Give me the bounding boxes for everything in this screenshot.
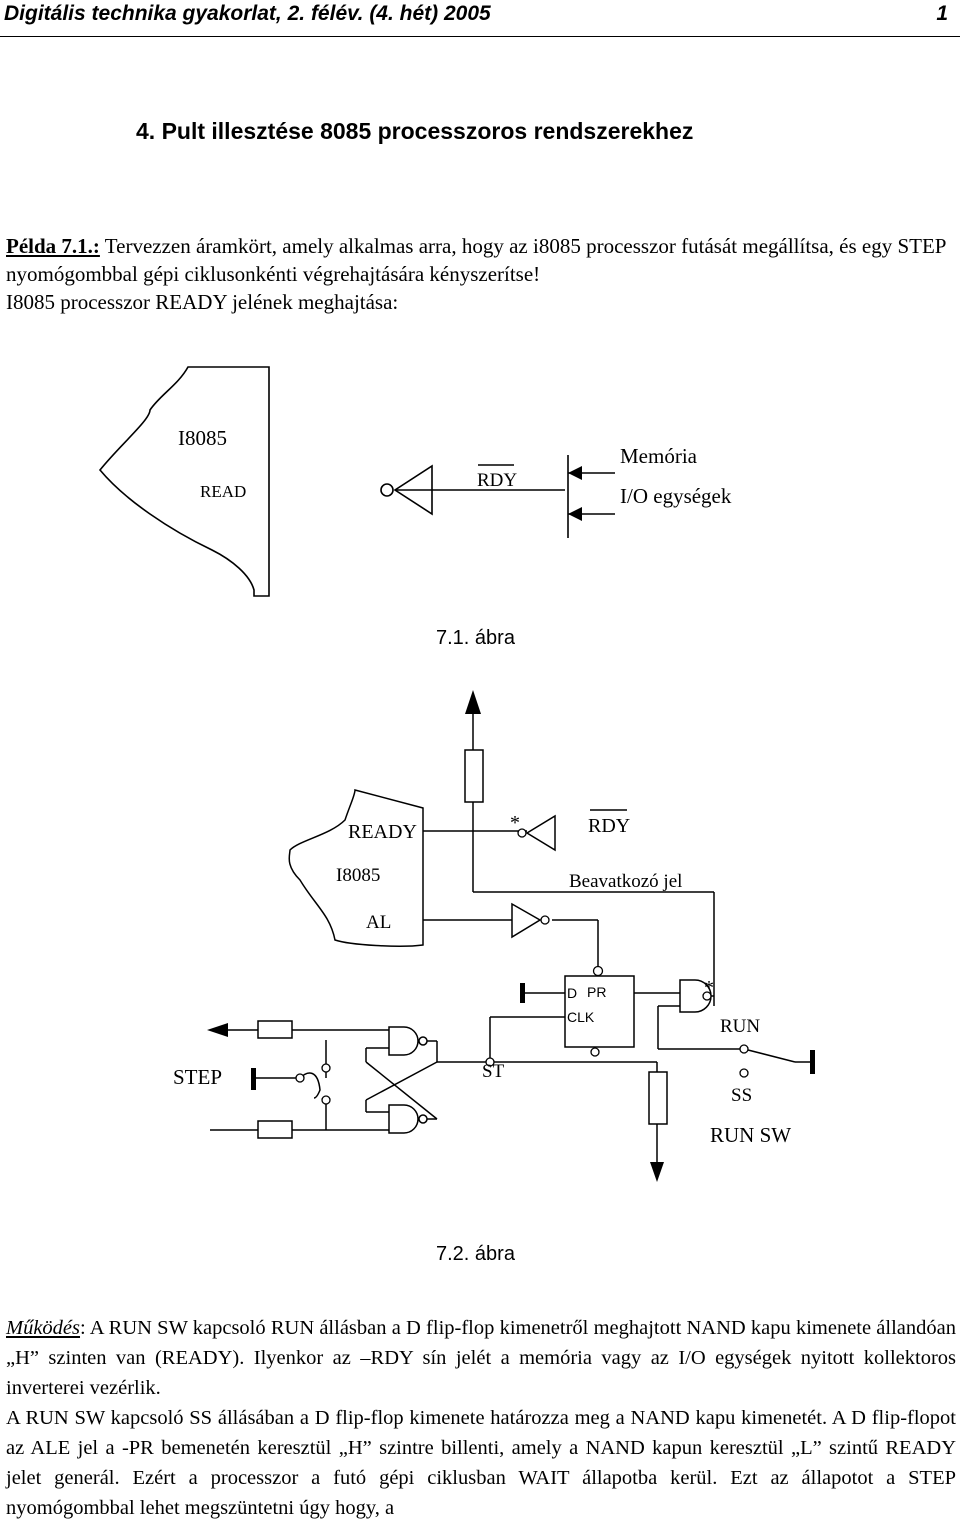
- fig2-ss-label: SS: [731, 1085, 752, 1106]
- fig2-ready-label: READY: [348, 821, 417, 843]
- fig2-rdy-label: RDY: [588, 815, 630, 837]
- header-title: Digitális technika gyakorlat, 2. félév. …: [4, 2, 491, 25]
- fig1-rdy-label: RDY: [477, 470, 517, 491]
- d-flipflop: [564, 975, 635, 1048]
- cross-1: [365, 1061, 438, 1101]
- latch-nand-top-bubble: [418, 1036, 428, 1046]
- run-contact: [739, 1044, 749, 1054]
- fig1-memoria-label: Memória: [620, 444, 698, 468]
- fig2-runsw-label: RUN SW: [710, 1123, 791, 1147]
- fig2-run-label: RUN: [720, 1016, 760, 1037]
- fig2-step-label: STEP: [173, 1065, 222, 1089]
- operation-label: Működés: [6, 1317, 81, 1339]
- fig2-st-label: ST: [482, 1061, 505, 1082]
- fig2-clk-label: CLK: [567, 1009, 595, 1025]
- al-buffer-bubble: [540, 915, 550, 925]
- latch-nand-bottom-bubble: [418, 1114, 428, 1124]
- example-label: Példa 7.1.:: [6, 234, 100, 258]
- step-resistor-2: [257, 1120, 293, 1139]
- ss-contact: [739, 1068, 749, 1078]
- fig1-read-label: READ: [200, 482, 246, 501]
- latch-nand-top: [388, 1026, 419, 1056]
- figure-7-1: I8085 READ RDY Memória I/O egységek: [98, 366, 732, 597]
- fig2-al-label: AL: [366, 912, 391, 933]
- fig1-io-label: I/O egységek: [620, 484, 732, 508]
- fig2-d-label: D: [567, 985, 577, 1001]
- figure-7-2-caption: 7.2. ábra: [436, 1243, 515, 1265]
- operation-paragraph: Működés: A RUN SW kapcsoló RUN állásban …: [6, 1313, 956, 1523]
- pullup-resistor: [464, 749, 484, 803]
- rdy-inverter: [525, 814, 556, 852]
- figure-7-1-caption: 7.1. ábra: [436, 627, 515, 649]
- io-arrow-head: [568, 507, 582, 521]
- al-buffer: [511, 902, 542, 939]
- pulldown-resistor: [648, 1071, 668, 1125]
- d-input-bar: [520, 983, 525, 1003]
- nand-output-bubble: [702, 991, 712, 1001]
- step-contact-1: [295, 1073, 305, 1083]
- step-ground-bar: [251, 1068, 256, 1090]
- operation-p1: Működés: A RUN SW kapcsoló RUN állásban …: [6, 1313, 956, 1403]
- fig2-star-right: *: [704, 977, 714, 999]
- example-statement: Példa 7.1.: Tervezzen áramkört, amely al…: [6, 232, 956, 288]
- step-resistor: [257, 1020, 293, 1039]
- cpu-outline-7-2: [288, 789, 424, 947]
- runsw-blade: [747, 1049, 796, 1063]
- ground-arrow-bottom: [650, 1162, 664, 1182]
- runsw-ground-bar: [810, 1050, 815, 1074]
- example-text: Tervezzen áramkört, amely alkalmas arra,…: [6, 234, 946, 286]
- step-contact-2: [321, 1063, 331, 1073]
- step-switch-blade: [299, 1072, 321, 1099]
- intro-paragraph: Példa 7.1.: Tervezzen áramkört, amely al…: [6, 232, 956, 316]
- fig2-beavatkozo-label: Beavatkozó jel: [569, 871, 682, 892]
- figure-7-2: READY I8085 AL * RDY Beavatkozó jel D PR…: [173, 690, 815, 1182]
- operation-p1-text: : A RUN SW kapcsoló RUN állásban a D fli…: [6, 1317, 956, 1399]
- step-contact-3: [321, 1095, 331, 1105]
- st-contact: [485, 1057, 495, 1067]
- vcc-arrow-top: [465, 690, 481, 714]
- inverter-7-1: [393, 464, 433, 516]
- ready-line: I8085 processzor READY jelének meghajtás…: [6, 290, 399, 314]
- pr-bubble: [592, 965, 604, 977]
- cpu-outline-7-1: [98, 366, 270, 597]
- rdy-inverter-bubble: [517, 828, 527, 838]
- operation-p2: A RUN SW kapcsoló SS állásában a D flip-…: [6, 1407, 956, 1519]
- fig2-cpu-label: I8085: [336, 865, 380, 886]
- latch-nand-bottom: [388, 1104, 419, 1134]
- cross-2: [365, 1061, 438, 1120]
- chapter-title: 4. Pult illesztése 8085 processzoros ren…: [136, 118, 694, 144]
- step-arrow-left: [207, 1023, 228, 1037]
- fig2-pr-label: PR: [587, 984, 606, 1000]
- page-number: 1: [936, 2, 948, 25]
- inverter-bubble-7-1: [380, 483, 394, 497]
- fig2-star-top: *: [510, 812, 520, 834]
- memory-arrow-head: [568, 466, 582, 480]
- page-header: Digitális technika gyakorlat, 2. félév. …: [0, 0, 960, 37]
- ff-bottom-bubble: [590, 1047, 600, 1057]
- fig1-cpu-label: I8085: [178, 426, 227, 450]
